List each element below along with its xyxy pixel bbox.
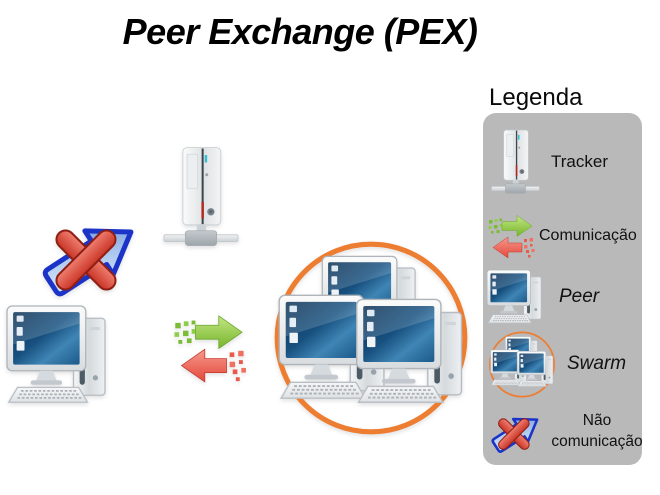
legend-item-label: Não comunicação bbox=[551, 412, 643, 450]
communication-arrows-icon bbox=[488, 214, 535, 258]
legend-item-no-communication: Não comunicação bbox=[487, 403, 645, 460]
peer-computer-icon bbox=[486, 269, 542, 324]
legend-item-swarm: Swarm bbox=[487, 329, 626, 399]
diagram-tracker bbox=[162, 146, 240, 248]
legend-item-label: Peer bbox=[559, 286, 600, 307]
peer-computer-icon bbox=[6, 305, 106, 404]
swarm-icon bbox=[487, 331, 557, 398]
diagram-no-communication bbox=[38, 206, 150, 302]
legend-item-tracker: Tracker bbox=[490, 129, 608, 195]
swarm-icon bbox=[269, 240, 473, 436]
legend-panel: Tracker Comunicação Peer Swarm Não comun… bbox=[483, 113, 645, 465]
tracker-icon bbox=[490, 129, 541, 195]
legend-item-label: Tracker bbox=[551, 152, 608, 171]
legend-item-communication: Comunicação bbox=[487, 210, 637, 262]
diagram-communication bbox=[172, 312, 250, 385]
legend-title: Legenda bbox=[489, 84, 583, 111]
page-title: Peer Exchange (PEX) bbox=[122, 11, 478, 52]
legend-item-label: Comunicação bbox=[539, 227, 637, 244]
diagram-peer bbox=[6, 305, 112, 404]
tracker-icon bbox=[162, 146, 240, 247]
legend-item-label: Swarm bbox=[567, 353, 627, 374]
diagram-swarm bbox=[269, 240, 473, 436]
communication-arrows-icon bbox=[174, 315, 247, 383]
no-communication-icon bbox=[38, 206, 150, 302]
legend-item-peer: Peer bbox=[486, 269, 600, 324]
no-communication-icon bbox=[487, 407, 546, 460]
